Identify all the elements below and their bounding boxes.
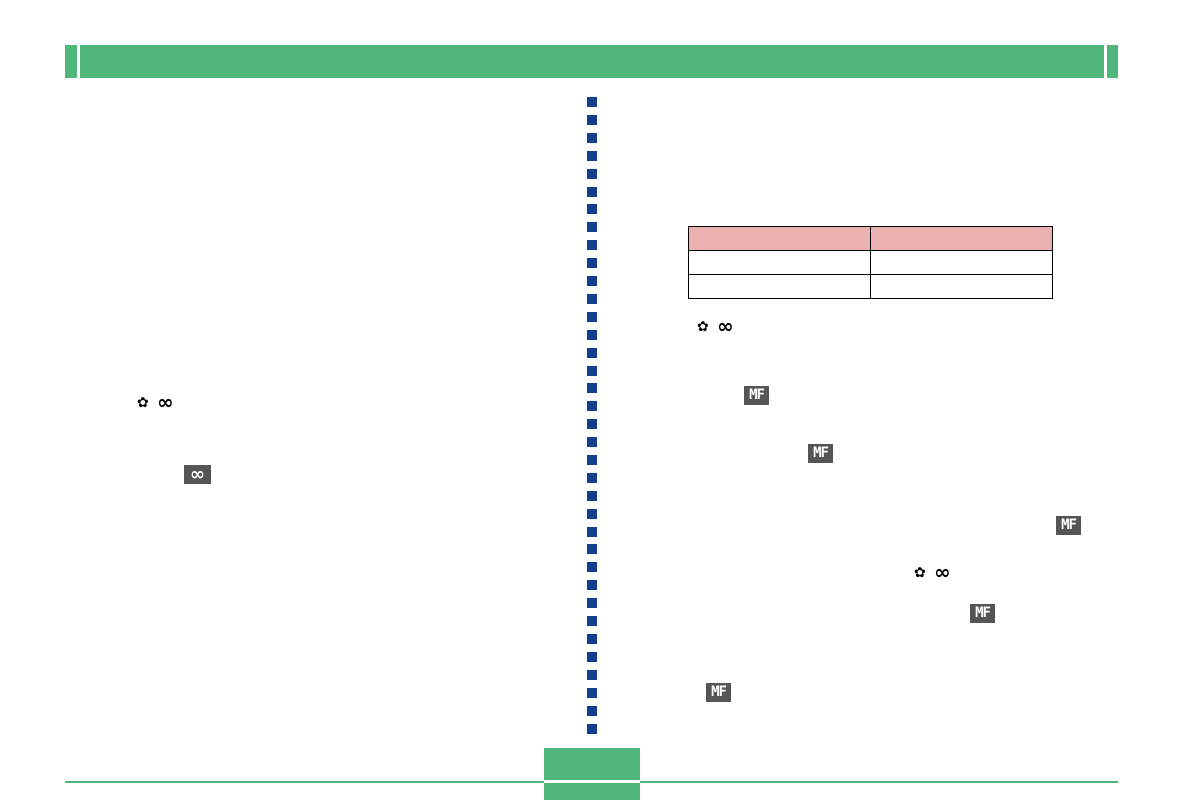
- divider-dot: [587, 115, 597, 125]
- macro-icon: ✿: [914, 565, 926, 581]
- macro-icon: ✿: [137, 395, 149, 411]
- divider-dot: [587, 419, 597, 429]
- manual-focus-icon: MF: [744, 386, 769, 405]
- header-bar: [65, 45, 1118, 78]
- divider-dot: [587, 312, 597, 322]
- table-cell: [870, 250, 1053, 275]
- table-header-cell: [870, 226, 1053, 251]
- header-bar-gap-left: [77, 45, 80, 78]
- divider-dot: [587, 634, 597, 644]
- divider-dot: [587, 544, 597, 554]
- divider-dot: [587, 527, 597, 537]
- focus-table: [688, 226, 1053, 299]
- table-row: [688, 250, 1053, 275]
- column-divider: [586, 97, 598, 742]
- divider-dot: [587, 401, 597, 411]
- table-cell: [870, 274, 1053, 299]
- divider-dot: [587, 133, 597, 143]
- infinity-icon: ∞: [934, 560, 951, 584]
- divider-dot: [587, 706, 597, 716]
- footer-rule-right: [640, 781, 1118, 783]
- page-tab-stripe: [544, 780, 640, 783]
- infinity-icon: ∞: [157, 390, 174, 414]
- table-cell: [688, 250, 871, 275]
- page-number-tab: [544, 748, 640, 800]
- divider-dot: [587, 473, 597, 483]
- divider-dot: [587, 688, 597, 698]
- manual-focus-icon: MF: [706, 683, 731, 702]
- macro-icon: ✿: [697, 319, 709, 335]
- divider-dot: [587, 222, 597, 232]
- divider-dot: [587, 562, 597, 572]
- divider-dot: [587, 330, 597, 340]
- table-row: [688, 274, 1053, 299]
- divider-dot: [587, 616, 597, 626]
- infinity-box-icon: ∞: [184, 465, 211, 484]
- divider-dot: [587, 724, 597, 734]
- divider-dot: [587, 240, 597, 250]
- divider-dot: [587, 151, 597, 161]
- header-bar-gap-right: [1104, 45, 1107, 78]
- divider-dot: [587, 455, 597, 465]
- divider-dot: [587, 187, 597, 197]
- manual-focus-icon: MF: [1056, 516, 1081, 535]
- divider-dot: [587, 670, 597, 680]
- divider-dot: [587, 294, 597, 304]
- divider-dot: [587, 366, 597, 376]
- divider-dot: [587, 491, 597, 501]
- manual-focus-icon: MF: [808, 444, 833, 463]
- divider-dot: [587, 258, 597, 268]
- divider-dot: [587, 437, 597, 447]
- manual-focus-icon: MF: [970, 604, 995, 623]
- divider-dot: [587, 348, 597, 358]
- table-header-cell: [688, 226, 871, 251]
- divider-dot: [587, 509, 597, 519]
- infinity-icon: ∞: [717, 314, 734, 338]
- table-header-row: [688, 226, 1053, 251]
- divider-dot: [587, 598, 597, 608]
- divider-dot: [587, 169, 597, 179]
- divider-dot: [587, 97, 597, 107]
- divider-dot: [587, 652, 597, 662]
- footer-rule-left: [65, 781, 544, 783]
- divider-dot: [587, 580, 597, 590]
- divider-dot: [587, 276, 597, 286]
- table-cell: [688, 274, 871, 299]
- divider-dot: [587, 204, 597, 214]
- divider-dot: [587, 383, 597, 393]
